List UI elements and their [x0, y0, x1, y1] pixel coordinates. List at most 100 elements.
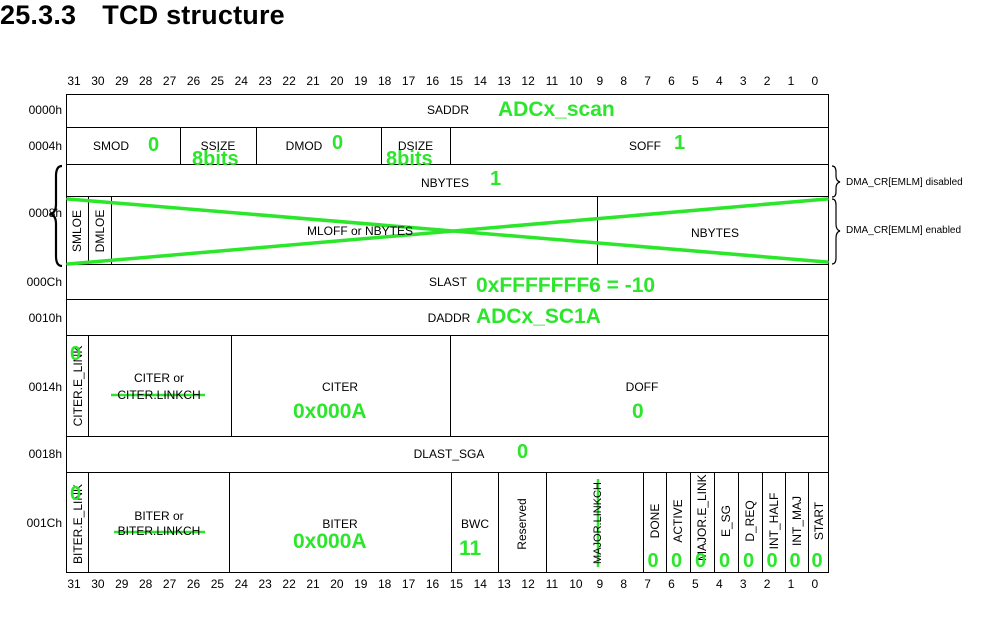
flag-int-maj: INT_MAJ — [789, 496, 804, 547]
offset-0008h: 0008h — [28, 206, 62, 220]
field-biter: BITER — [322, 517, 358, 531]
field-nbytes: NBYTES — [420, 176, 469, 190]
value-bwc: 11 — [459, 537, 482, 560]
bit-top-28: 28 — [139, 74, 153, 88]
value-daddr: ADCx_SC1A — [476, 305, 601, 328]
bit-bottom-24: 24 — [234, 577, 248, 591]
bit-bottom-23: 23 — [258, 577, 272, 591]
bit-top-11: 11 — [545, 74, 559, 88]
bit-bottom-26: 26 — [186, 577, 201, 591]
bit-top-27: 27 — [162, 74, 177, 88]
bit-bottom-15: 15 — [449, 577, 464, 591]
bit-bottom-4: 4 — [715, 577, 723, 591]
flag-done: DONE — [647, 503, 662, 539]
value-saddr: ADCx_scan — [498, 98, 615, 121]
bit-top-7: 7 — [644, 74, 651, 88]
bit-top-15: 15 — [449, 74, 464, 88]
value-citer-elink: 0 — [70, 343, 82, 365]
value-dmod: 0 — [332, 132, 344, 154]
bit-top-5: 5 — [692, 74, 699, 88]
right-brace-disabled — [831, 165, 841, 198]
flag-value-done: 0 — [647, 550, 659, 572]
field-daddr: DADDR — [427, 311, 471, 325]
bit-bottom-13: 13 — [497, 577, 511, 591]
field-citer-linkch: CITER.LINKCH — [117, 388, 201, 402]
bit-top-9: 9 — [596, 74, 604, 88]
bit-top-4: 4 — [715, 74, 723, 88]
offset-001Ch: 001Ch — [26, 516, 62, 530]
note-emlm-disabled: DMA_CR[EMLM] disabled — [846, 177, 963, 188]
flag-value-d-req: 0 — [743, 550, 755, 572]
value-citer: 0x000A — [293, 400, 367, 423]
bit-top-26: 26 — [186, 74, 201, 88]
bit-top-0: 0 — [811, 74, 819, 88]
flag-d-req: D_REQ — [743, 500, 757, 542]
bit-top-23: 23 — [258, 74, 272, 88]
field-saddr: SADDR — [426, 103, 469, 117]
field-citer: CITER — [322, 380, 358, 394]
flag-value-start: 0 — [811, 550, 823, 572]
bit-bottom-21: 21 — [306, 577, 320, 591]
bit-top-10: 10 — [569, 74, 583, 88]
bit-bottom-10: 10 — [569, 577, 583, 591]
bit-top-2: 2 — [763, 74, 771, 88]
offset-0018h: 0018h — [28, 447, 62, 461]
field-dsize: DSIZE — [397, 139, 434, 153]
offset-0010h: 0010h — [28, 311, 62, 325]
field-ssize: SSIZE — [200, 139, 236, 153]
bit-top-16: 16 — [425, 74, 440, 88]
field-doff: DOFF — [625, 380, 659, 394]
flag-value-major-e-link: 0 — [695, 550, 707, 572]
value-biter-elink: 0 — [70, 483, 82, 505]
bit-bottom-3: 3 — [739, 577, 747, 591]
offset-000Ch: 000Ch — [26, 275, 62, 289]
flag-active: ACTIVE — [671, 499, 685, 543]
field-biter-linkch: BITER.LINKCH — [117, 524, 201, 538]
field-smod: SMOD — [93, 139, 129, 153]
bit-bottom-19: 19 — [354, 577, 368, 591]
offset-0000h: 0000h — [28, 103, 62, 117]
bit-top-21: 21 — [306, 74, 320, 88]
bit-top-25: 25 — [210, 74, 225, 88]
bit-top-19: 19 — [354, 74, 368, 88]
field-biter-or: BITER or — [134, 509, 184, 523]
flag-e-sg: E_SG — [719, 505, 733, 538]
bit-top-24: 24 — [234, 74, 248, 88]
flag-start: START — [811, 501, 826, 541]
offset-0004h: 0004h — [28, 139, 62, 153]
bit-bottom-20: 20 — [330, 577, 344, 591]
value-dlast-sga: 0 — [517, 441, 529, 463]
bit-top-6: 6 — [668, 74, 675, 88]
bit-bottom-11: 11 — [545, 577, 559, 591]
flag-value-active: 0 — [671, 550, 683, 572]
section-number: 25.3.3 — [0, 0, 77, 30]
value-slast: 0xFFFFFFF6 = -10 — [476, 274, 656, 297]
value-soff: 1 — [674, 132, 686, 154]
bit-top-20: 20 — [330, 74, 344, 88]
field-slast: SLAST — [428, 275, 467, 289]
bit-bottom-14: 14 — [473, 577, 487, 591]
value-ssize: 8bits — [192, 148, 239, 170]
bit-bottom-12: 12 — [521, 577, 535, 591]
value-smod: 0 — [148, 134, 160, 156]
tcd-frame — [66, 94, 829, 573]
field-bwc: BWC — [461, 517, 489, 531]
bit-bottom-9: 9 — [596, 577, 604, 591]
bit-bottom-29: 29 — [115, 577, 129, 591]
bit-bottom-31: 31 — [67, 577, 81, 591]
flag-int-half: INT_HALF — [766, 492, 781, 550]
bit-top-13: 13 — [497, 74, 511, 88]
bit-top-18: 18 — [378, 74, 392, 88]
right-brace-enabled — [831, 198, 841, 265]
bit-bottom-16: 16 — [425, 577, 440, 591]
section-title-text: TCD structure — [102, 0, 285, 30]
bit-top-3: 3 — [739, 74, 747, 88]
value-biter: 0x000A — [293, 530, 367, 553]
left-brace — [49, 164, 63, 268]
flag-value-int-half: 0 — [766, 550, 778, 572]
bit-top-22: 22 — [282, 74, 296, 88]
value-doff: 0 — [632, 400, 644, 423]
bit-bottom-8: 8 — [620, 577, 628, 591]
bit-bottom-2: 2 — [763, 577, 771, 591]
